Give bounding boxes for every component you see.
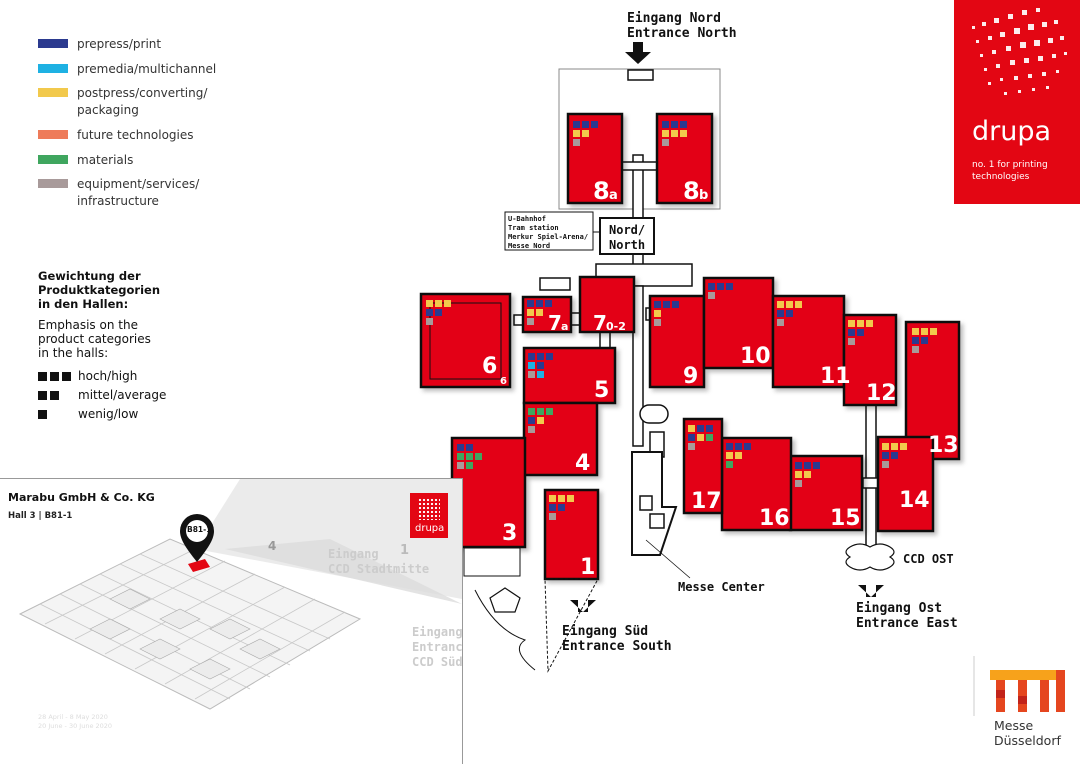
legend-swatch [38, 88, 68, 97]
hall-6-inner [429, 302, 502, 380]
hall-14[interactable] [876, 435, 935, 533]
hall-7a-suffix: a [561, 320, 568, 333]
north-entrance-arrow-icon [625, 42, 651, 64]
category-markers [426, 121, 937, 520]
svg-text:U-Bahnhof: U-Bahnhof [508, 215, 546, 223]
messe-duesseldorf-logo-icon [973, 656, 1065, 716]
hall-16-number: 16 [759, 506, 790, 531]
hall-12-number: 12 [866, 381, 897, 406]
legend-swatch [38, 179, 68, 188]
drupa-logo: drupa no. 1 for printing technologies [954, 0, 1080, 204]
booth-highlight[interactable] [188, 559, 210, 572]
hall-14-number: 14 [899, 488, 930, 513]
hall-7-number: 7 [593, 311, 607, 335]
hall-8b-suffix: b [699, 188, 708, 203]
nord-north-box[interactable] [599, 217, 655, 255]
legend-item-future: future technologies [38, 127, 194, 144]
entrance-north-de: Eingang Nord [627, 11, 721, 26]
inset-map [18, 479, 462, 710]
drupa-wordmark: drupa [972, 116, 1052, 147]
north-label: North [609, 238, 645, 252]
entrance-south-en: Entrance South [562, 639, 672, 654]
emphasis-low: wenig/low [38, 407, 138, 421]
hall-11-number: 11 [820, 364, 851, 389]
entrance-east-de: Eingang Ost [856, 601, 942, 616]
legend-swatch [38, 130, 68, 139]
emphasis-high: hoch/high [38, 369, 137, 383]
emphasis-subtitle: Emphasis on the product categories in th… [38, 318, 151, 360]
drupa-dot-pattern [972, 8, 1067, 95]
emphasis-title: Gewichtung der Produktkategorien in den … [38, 269, 161, 311]
inset-ccd-sued: Eingang/ Entrance CCD Süd [412, 625, 463, 669]
inset-hall-1: 1 [400, 543, 410, 558]
hall-10[interactable] [702, 276, 775, 370]
pin-label: B81-1 [187, 525, 212, 534]
hall-9[interactable] [648, 294, 706, 389]
drupa-tagline: no. 1 for printing technologies [972, 160, 1048, 182]
ccd-ost-label: CCD OST [903, 552, 954, 566]
inset-dates: 28 April - 8 May 2020 20 June - 30 June … [38, 713, 113, 730]
hall-1-number: 1 [580, 555, 595, 580]
hall-7-suffix: 0-2 [606, 320, 626, 333]
entrance-east-en: Entrance East [856, 616, 958, 631]
messe-center-building[interactable] [631, 451, 678, 556]
svg-text:Messe Nord: Messe Nord [508, 242, 550, 250]
messe-center-label: Messe Center [678, 580, 765, 594]
hall-3[interactable] [450, 436, 527, 549]
hall-8a[interactable] [566, 112, 624, 205]
hall-8a-suffix: a [609, 188, 618, 203]
hall-7a-number: 7 [548, 311, 562, 335]
legend-item-equipment: equipment/services/infrastructure [38, 176, 199, 210]
exhibitor-name: Marabu GmbH & Co. KG [8, 491, 155, 504]
exhibitor-location: Hall 3 | B81-1 [8, 511, 73, 521]
south-entrance-arrow-icon [570, 600, 596, 612]
hall-10-number: 10 [740, 344, 771, 369]
legend-item-premedia: premedia/multichannel [38, 61, 216, 78]
nord-label: Nord/ [609, 223, 645, 237]
hall-6-number: 6 [482, 354, 497, 379]
hall-4-number: 4 [575, 451, 590, 476]
inset-hall-4: 4 [268, 539, 277, 553]
hall-17-number: 17 [691, 489, 722, 514]
hall-4[interactable] [522, 401, 599, 477]
location-pin-icon[interactable] [180, 514, 214, 562]
entrance-south-de: Eingang Süd [562, 624, 648, 639]
hall-5-number: 5 [594, 378, 609, 403]
tram-station-label: U-Bahnhof Tram station Merkur Spiel-Aren… [508, 215, 588, 250]
legend-swatch [38, 39, 68, 48]
inset-ccd-stadtmitte: Eingang CCD Stadtmitte [328, 547, 430, 576]
legend-swatch [38, 155, 68, 164]
hall-9-number: 9 [683, 364, 698, 389]
svg-text:Merkur Spiel-Arena/: Merkur Spiel-Arena/ [508, 233, 588, 241]
legend-swatch [38, 64, 68, 73]
north-gate [627, 69, 654, 81]
east-entrance-arrow-icon [858, 585, 884, 597]
entrance-north-en: Entrance North [627, 26, 737, 41]
legend-item-materials: materials [38, 152, 133, 169]
hall-16[interactable] [720, 436, 793, 532]
emphasis-average: mittel/average [38, 388, 166, 402]
hall-8a-number: 8 [593, 177, 610, 205]
hall-7-0-2[interactable] [578, 275, 636, 334]
hall-8b[interactable] [655, 112, 714, 205]
hall-8b-number: 8 [683, 177, 700, 205]
ccd-ost-building[interactable] [845, 543, 895, 571]
legend-item-prepress: prepress/print [38, 36, 161, 53]
legend-item-postpress: postpress/converting/packaging [38, 85, 207, 119]
exhibitor-inset[interactable]: B81-1 Marabu GmbH & Co. KG Hall 3 | B81-… [0, 478, 463, 764]
hall-numbers: 8 a 8 b 6 6 7 a 7 0-2 5 4 3 1 9 10 11 12… [482, 177, 959, 580]
messe-duesseldorf-text: Messe Düsseldorf [994, 718, 1061, 748]
hall-15-number: 15 [830, 506, 861, 531]
hall-11[interactable] [771, 294, 846, 389]
inset-drupa-logo: drupa [410, 493, 448, 538]
hall-3-number: 3 [502, 521, 517, 546]
tram-station-box[interactable] [504, 211, 594, 251]
hall-6-small: 6 [500, 376, 507, 387]
svg-text:Tram station: Tram station [508, 224, 559, 232]
hall-13-number: 13 [928, 433, 959, 458]
